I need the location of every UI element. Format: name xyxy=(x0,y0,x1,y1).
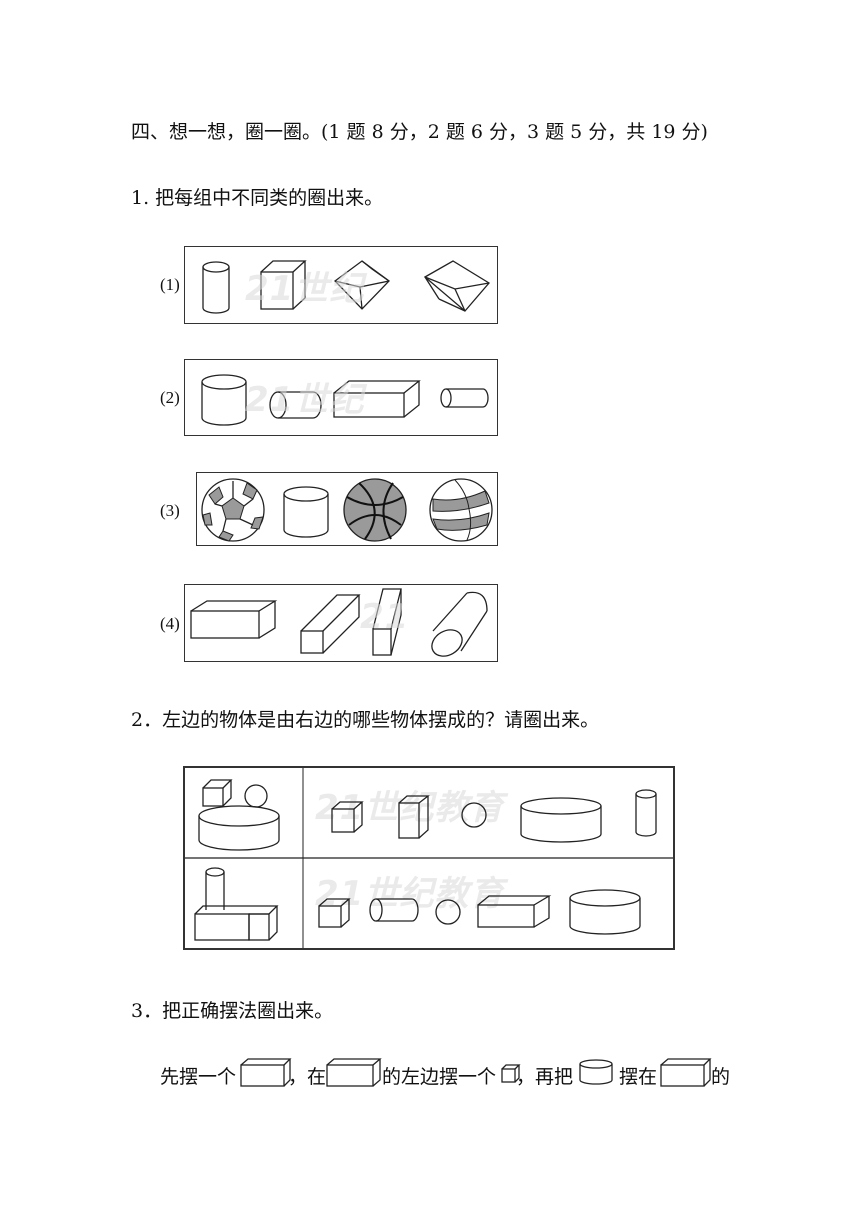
q3-text-1: 先摆一个 xyxy=(160,1066,237,1088)
q3-text-3: 的左边摆一个 xyxy=(382,1066,497,1088)
cuboid-icon xyxy=(398,795,430,839)
cylinder-icon xyxy=(283,486,329,538)
row2-option-lying-cylinder[interactable] xyxy=(368,896,419,924)
row1-option-wide-cylinder[interactable] xyxy=(519,796,603,844)
row1-composite xyxy=(198,779,280,851)
group-4-label: (4) xyxy=(160,614,180,633)
watermark: 21 xyxy=(360,597,410,637)
cylinder-icon xyxy=(569,889,641,935)
cube-icon xyxy=(501,1064,521,1083)
cuboid-icon xyxy=(326,1058,382,1087)
cuboid-icon xyxy=(477,895,552,928)
q1-prompt: 1. 把每组中不同类的圈出来。 xyxy=(131,187,384,209)
slanted-cylinder-icon xyxy=(431,591,488,657)
slanted-cuboid-icon xyxy=(300,594,361,654)
cube-icon xyxy=(260,260,307,310)
row2-option-sphere[interactable] xyxy=(434,898,462,926)
cylinder-icon xyxy=(202,261,230,314)
row1-option-cube[interactable] xyxy=(331,800,364,834)
group-3-box[interactable] xyxy=(196,472,498,546)
row2-option-wide-cylinder[interactable] xyxy=(568,888,642,936)
q3-text-4: ，再把 xyxy=(516,1066,574,1088)
cuboid-icon xyxy=(190,600,278,639)
volleyball-icon xyxy=(429,478,493,542)
group-2-box[interactable]: 21世纪 xyxy=(184,359,498,436)
row1-option-sphere[interactable] xyxy=(460,801,488,829)
row1-option-cuboid[interactable] xyxy=(398,794,432,840)
group-3-shapes xyxy=(201,478,493,542)
q2-table: 21世纪教育 21世纪教育 xyxy=(183,766,675,950)
cylinder-icon xyxy=(635,789,657,837)
group-2-label: (2) xyxy=(160,388,180,407)
soccer-ball-icon xyxy=(201,478,265,542)
watermark: 21世纪 xyxy=(245,380,365,420)
q3-prompt: 3．把正确摆法圈出来。 xyxy=(131,1000,334,1022)
row2-option-cuboid[interactable] xyxy=(477,894,552,930)
q3-text-6: 的 xyxy=(711,1066,731,1088)
cube-icon xyxy=(318,898,351,928)
watermark: 21世纪教育 xyxy=(315,788,505,828)
tilted-cube-icon xyxy=(334,260,390,310)
lying-cylinder-icon xyxy=(269,391,322,419)
row1-option-thin-cylinder[interactable] xyxy=(634,788,658,838)
row2-composite xyxy=(194,867,279,941)
q3-sentence: 先摆一个 ，在 的左边摆一个 ，再把 摆在 的 xyxy=(160,1056,760,1090)
q3-text-2: ，在 xyxy=(288,1066,327,1088)
group-4-shapes xyxy=(190,588,488,657)
group-2-shapes xyxy=(201,374,489,426)
cylinder-icon xyxy=(579,1059,613,1085)
q2-prompt: 2．左边的物体是由右边的哪些物体摆成的？请圈出来。 xyxy=(131,709,600,731)
group-3-label: (3) xyxy=(160,501,180,520)
group-1-label: (1) xyxy=(160,275,180,294)
q3-text-5: 摆在 xyxy=(619,1066,658,1088)
cylinder-icon xyxy=(520,797,602,843)
watermark: 21世纪教育 xyxy=(315,874,505,914)
section-title: 四、想一想，圈一圈。(1 题 8 分，2 题 6 分，3 题 5 分，共 19 … xyxy=(131,121,708,143)
row2-option-cube[interactable] xyxy=(318,897,351,929)
tilted-cube-icon xyxy=(423,260,490,312)
slanted-cuboid-icon xyxy=(372,588,402,656)
cuboid-icon xyxy=(333,380,421,418)
cuboid-icon xyxy=(240,1058,292,1087)
group-4-box[interactable]: 21 xyxy=(184,584,498,662)
lying-cylinder-icon xyxy=(440,388,489,408)
cuboid-icon xyxy=(660,1058,712,1087)
group-1-shapes xyxy=(202,260,490,314)
sphere-icon xyxy=(435,899,461,925)
lying-cylinder-icon xyxy=(369,898,419,922)
watermark: 21世纪 xyxy=(245,269,365,309)
cube-icon xyxy=(331,801,364,833)
group-1-box[interactable]: 21世纪 xyxy=(184,246,498,324)
sphere-icon xyxy=(461,802,487,828)
basketball-icon xyxy=(343,478,407,542)
q2-table-grid xyxy=(185,768,673,948)
cylinder-icon xyxy=(201,374,247,426)
